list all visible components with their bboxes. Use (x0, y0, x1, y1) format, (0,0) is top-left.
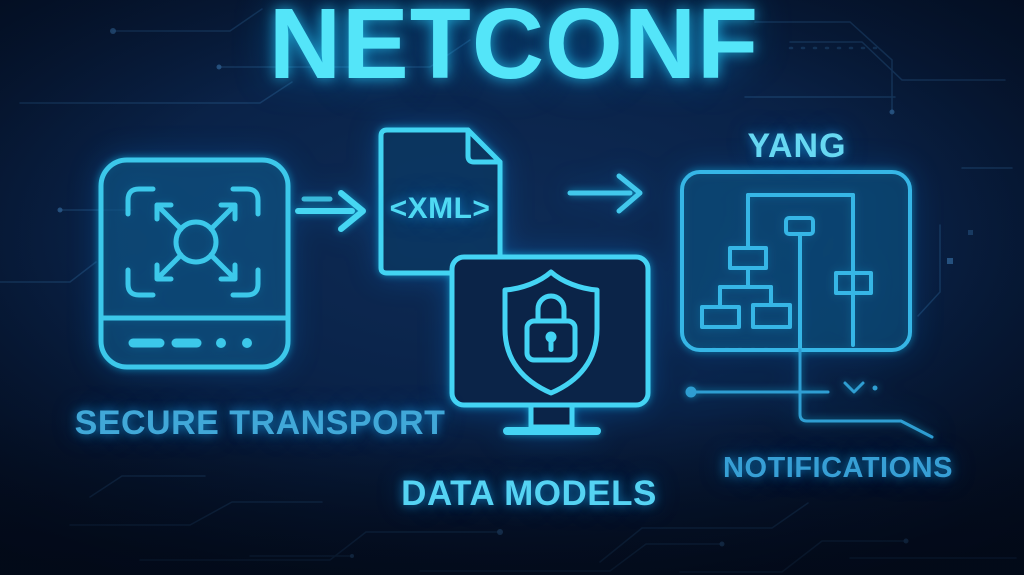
yang-tree-icon (680, 170, 912, 352)
page-title: NETCONF (268, 0, 760, 100)
arrow-device-to-xml (295, 190, 366, 232)
chevron-down-icon (843, 381, 865, 394)
monitor-base (503, 427, 601, 435)
network-device-expand-icon (98, 157, 291, 370)
notifications-label: NOTIFICATIONS (723, 452, 953, 484)
monitor-shield-lock-icon (449, 254, 651, 435)
monitor-stand (528, 402, 575, 430)
xml-doc-text: <XML> (389, 192, 491, 225)
xml-document-icon (378, 127, 503, 276)
data-models-label: DATA MODELS (401, 474, 657, 513)
yang-drop-elbow-line (685, 348, 934, 439)
hub-circle (173, 219, 219, 265)
monitor-screen (449, 254, 651, 408)
yang-label: YANG (747, 127, 847, 165)
padlock-icon (524, 293, 578, 363)
folded-corner (465, 127, 503, 165)
arrow-xml-to-yang (567, 173, 643, 214)
secure-transport-label: SECURE TRANSPORT (74, 404, 446, 442)
shield-icon (502, 269, 600, 396)
connector-dot (685, 386, 697, 398)
